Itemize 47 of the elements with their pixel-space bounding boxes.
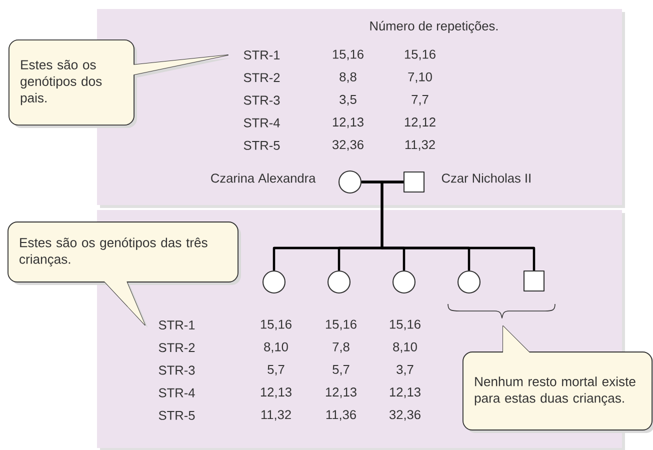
table-cell: 5,7 [332,364,350,376]
table-cell: 3,7 [396,364,414,376]
table-cell: 12,12 [404,118,436,128]
marker-name: STR-2 [158,343,195,352]
table-cell: 5,7 [268,364,284,376]
table-cell: 12,13 [260,388,292,398]
table-cell: 12,13 [390,388,420,398]
marker-name: STR-5 [158,410,195,420]
male-square [523,270,545,292]
female-circle [392,270,416,294]
table-cell: 7,7 [412,94,428,106]
female-circle [457,270,481,294]
table-cell: 15,16 [390,320,420,330]
marker-name: STR-4 [158,388,195,398]
table-cell: 15,16 [326,320,356,330]
table-cell: 11,32 [405,140,435,151]
person-name: Czarina Alexandra [211,173,316,183]
marker-name: STR-5 [244,140,280,150]
table-cell: 15,16 [332,50,364,60]
marker-name: STR-2 [244,73,280,82]
female-circle [327,270,351,294]
marker-name: STR-3 [244,96,280,105]
female-circle [262,270,286,294]
marker-name: STR-3 [158,366,195,375]
table-cell: 8,10 [264,342,288,353]
table-cell: 32,36 [332,140,364,151]
table-cell: 3,5 [340,94,356,106]
table-cell: 12,13 [332,118,364,128]
marker-name: STR-1 [158,320,195,330]
table-cell: 8,10 [393,342,417,353]
marker-name: STR-1 [244,50,280,60]
marker-name: STR-4 [244,118,280,128]
female-circle [338,170,362,194]
table-cell: 32,36 [389,410,420,421]
person-name: Czar Nicholas II [442,173,530,183]
table-cell: 8,8 [340,72,356,83]
speech-bubble: Estes são os genótipos dos pais. [8,40,231,128]
table-heading: Número de repetições. [370,20,498,34]
table-cell: 12,13 [326,388,356,398]
table-cell: 15,16 [260,320,292,330]
male-square [403,171,425,193]
table-cell: 7,8 [332,342,350,353]
table-cell: 11,32 [261,410,291,421]
table-cell: 7,10 [408,72,432,83]
table-cell: 11,36 [326,410,356,421]
speech-bubble: Nenhum resto mortal existe para estas duas crianças. [462,326,653,433]
table-cell: 15,16 [404,50,436,60]
